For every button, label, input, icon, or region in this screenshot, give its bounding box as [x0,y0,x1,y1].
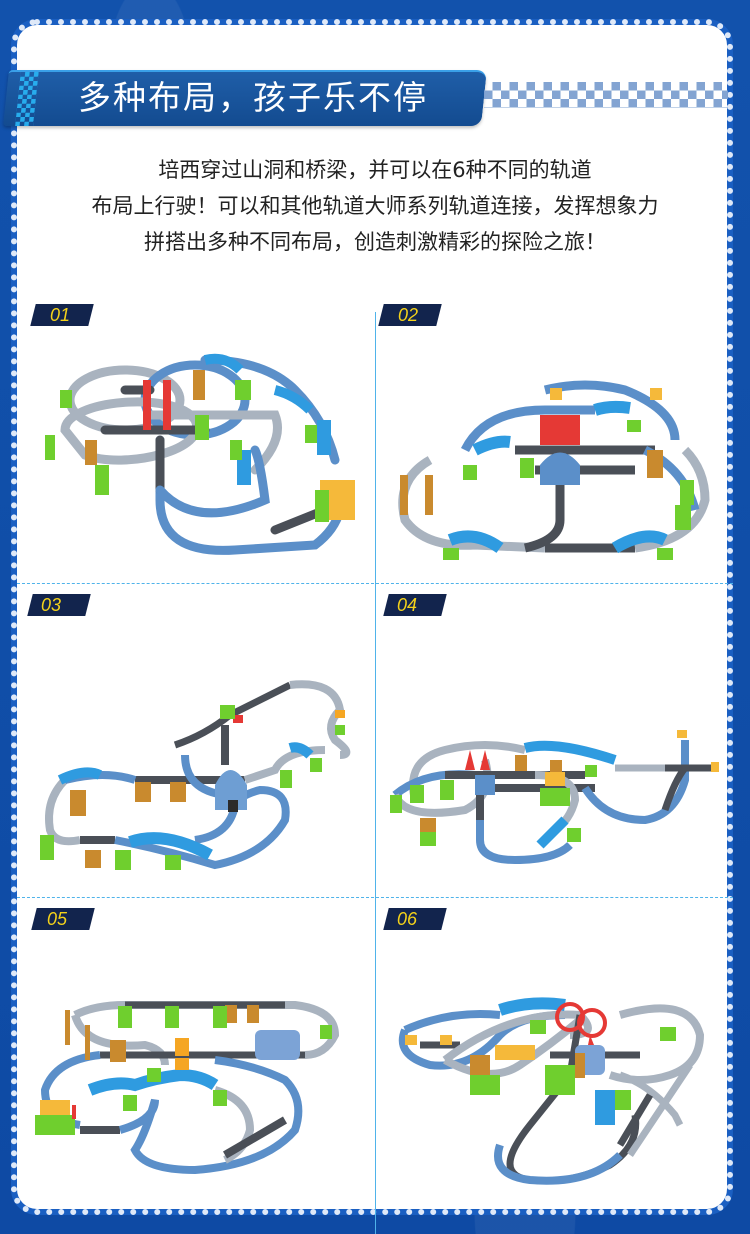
description-text: 培西穿过山洞和桥梁，并可以在6种不同的轨道 布局上行驶！可以和其他轨道大师系列轨… [0,152,750,260]
track-layout-image-02 [385,370,725,565]
layout-number: 01 [49,305,71,325]
layout-number: 03 [40,595,62,615]
layout-number: 05 [46,909,68,929]
layout-number: 02 [397,305,419,325]
track-layout-image-04 [385,720,725,870]
layout-number: 04 [396,595,418,615]
description-line: 培西穿过山洞和桥梁，并可以在6种不同的轨道 [158,158,592,182]
track-layout-image-03 [35,670,355,875]
checker-strip-decoration [484,82,728,108]
grid-divider-horizontal [17,583,733,584]
grid-divider-horizontal [17,897,733,898]
description-line: 拼搭出多种不同布局，创造刺激精彩的探险之旅！ [144,230,606,254]
track-layout-image-05 [35,990,365,1175]
track-layout-image-06 [390,975,725,1190]
track-layout-image-01 [35,340,370,570]
grid-divider-vertical [375,312,376,1234]
description-line: 布局上行驶！可以和其他轨道大师系列轨道连接，发挥想象力 [91,194,659,218]
page-title: 多种布局，孩子乐不停 [78,78,428,117]
layout-number: 06 [396,909,418,929]
checker-flag-icon [15,72,39,126]
